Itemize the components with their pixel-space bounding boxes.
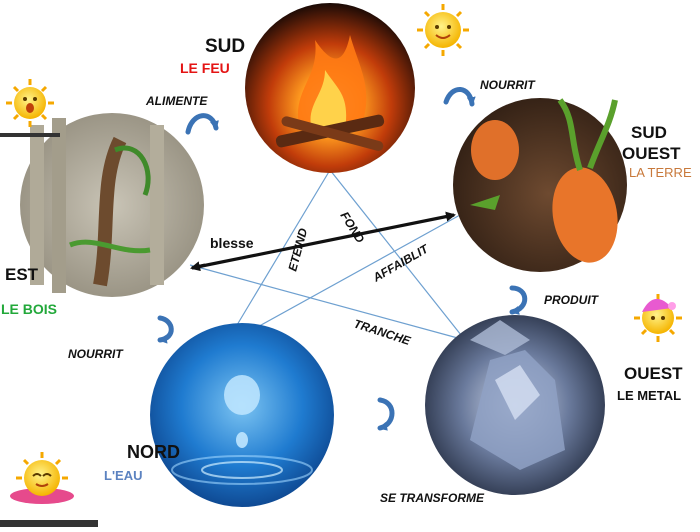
arrow-wood-earth — [191, 211, 456, 270]
water-circle — [150, 323, 334, 507]
relation-label-wood-earth: blesse — [210, 235, 254, 251]
star-line-fire-metal — [329, 169, 466, 341]
curved-arrow-icon — [443, 87, 476, 107]
window-strip — [0, 133, 60, 137]
earth-direction-label-2: OUEST — [622, 144, 681, 163]
star-line-metal-wood — [189, 264, 466, 341]
star-line-water-fire — [224, 169, 331, 346]
curved-arrow-icon — [509, 285, 528, 315]
window-strip — [0, 520, 98, 527]
relation-label-water-wood: NOURRIT — [68, 347, 124, 361]
sun-icon — [634, 294, 682, 342]
metal-circle — [425, 315, 605, 495]
overlay-lines — [190, 211, 456, 272]
fire-circle — [245, 3, 415, 173]
star-lines — [189, 169, 466, 346]
earth-direction-label-1: SUD — [631, 123, 667, 142]
earth-name-label: LA TERRE — [629, 165, 692, 180]
curved-arrow-icon — [185, 113, 219, 135]
earth-circle — [453, 98, 627, 272]
relation-label-fire-metal: FOND — [337, 209, 367, 246]
fire-name-label: LE FEU — [180, 60, 230, 76]
sun-icon — [6, 79, 54, 127]
water-name-label: L'EAU — [104, 468, 142, 483]
cycle-arrows — [157, 87, 528, 431]
relation-label-wood-fire: ALIMENTE — [145, 94, 208, 108]
arrow-wood-earth-tail — [190, 261, 206, 272]
relation-label-fire-earth: NOURRIT — [480, 78, 536, 92]
curved-arrow-icon — [157, 315, 174, 344]
curved-arrow-icon — [377, 397, 395, 431]
relation-label-earth-metal: PRODUIT — [544, 293, 600, 307]
metal-direction-label: OUEST — [624, 364, 683, 383]
wood-circle — [20, 113, 204, 297]
fire-direction-label: SUD — [205, 36, 245, 57]
metal-name-label: LE METAL — [617, 388, 681, 403]
sun-icon — [417, 4, 469, 56]
water-direction-label: NORD — [127, 442, 180, 462]
relation-label-metal-wood: TRANCHE — [352, 317, 413, 349]
sun-icon — [10, 452, 74, 504]
star-line-earth-water — [224, 214, 461, 346]
wood-name-label: LE BOIS — [1, 301, 57, 317]
wood-direction-label: EST — [5, 265, 39, 284]
relation-label-metal-water: SE TRANSFORME — [380, 491, 485, 505]
